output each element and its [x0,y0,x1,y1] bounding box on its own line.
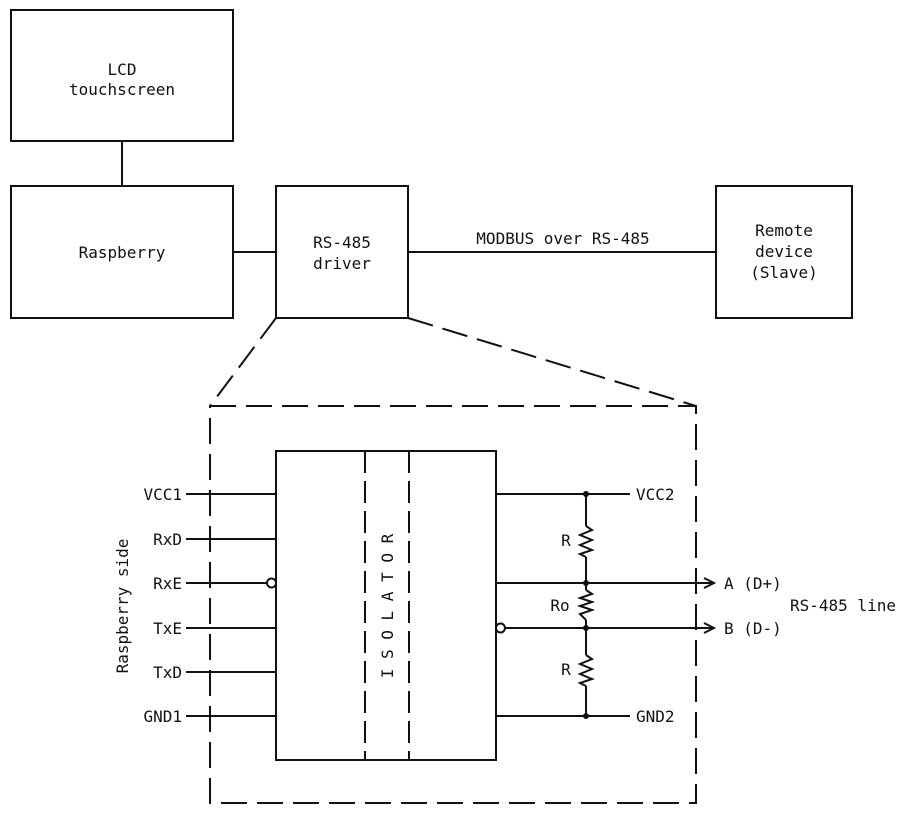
junction-vcc2 [583,491,589,497]
b-inversion-bubble [495,622,506,634]
resistor-bottom [577,654,595,687]
pin-b: B (D-) [724,619,782,638]
zoom-line-right [407,317,697,407]
rs485-line-label: RS-485 line [790,596,896,615]
rxe-inversion-bubble [266,577,277,589]
junction-a [583,580,589,586]
modbus-link-label: MODBUS over RS-485 [476,229,649,248]
isolator-label: I S O L A T O R [378,533,397,678]
remote-label-line2: device [755,242,813,261]
resistor-middle [576,589,596,621]
pin-txd: TxD [153,663,182,682]
pin-gnd1: GND1 [143,707,182,726]
right-pins: VCC2 A (D+) B (D-) GND2 RS-485 line [495,485,896,726]
resistor-top-label: R [561,531,571,550]
remote-device-block: Remote device (Slave) [715,185,853,319]
pin-gnd2: GND2 [636,707,675,726]
left-pins: VCC1 RxD RxE TxE TxD GND1 [143,485,277,726]
resistor-bottom-label: R [561,660,571,679]
pin-a: A (D+) [724,574,782,593]
resistor-middle-label: Ro [550,596,569,615]
junction-gnd2 [583,713,589,719]
raspberry-block: Raspberry [10,185,234,319]
detail-frame [209,405,697,804]
lcd-label-line2: touchscreen [69,80,175,99]
pin-txe: TxE [153,619,182,638]
pin-rxd: RxD [153,530,182,549]
remote-label-line1: Remote [755,221,813,240]
zoom-line-left [209,317,277,407]
lcd-block: LCD touchscreen [10,9,234,142]
lcd-label-line1: LCD [108,60,137,79]
driver-label-line2: driver [313,254,371,273]
resistor-top [577,525,595,558]
raspberry-side-label: Raspberry side [113,539,132,674]
rs485-driver-block: RS-485 driver [275,185,409,319]
resistor-network: R Ro R [550,491,596,719]
pin-vcc1: VCC1 [143,485,182,504]
junction-b [583,625,589,631]
raspberry-label: Raspberry [79,243,166,262]
driver-label-line1: RS-485 [313,233,371,252]
pin-vcc2: VCC2 [636,485,675,504]
isolator-chip [275,450,497,761]
pin-rxe: RxE [153,574,182,593]
remote-label-line3: (Slave) [750,263,817,282]
